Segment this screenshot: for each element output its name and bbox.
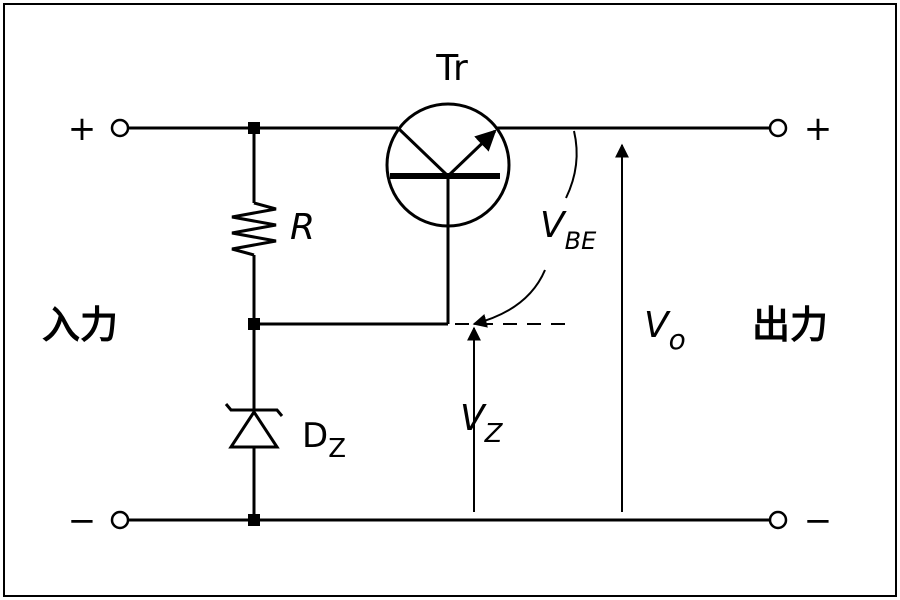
vbe-arc-arrow: [472, 269, 546, 328]
zener-label: DZ: [302, 416, 346, 464]
vo-label-main: V: [644, 305, 671, 346]
vz-label-sub: Z: [484, 419, 504, 449]
transistor-label: Tr: [435, 48, 468, 89]
input-minus-terminal: [110, 510, 130, 530]
zener-label-main: D: [302, 416, 328, 456]
vo-label: Vo: [644, 305, 686, 356]
output-label: 出力: [752, 303, 828, 347]
input-plus-terminal: [110, 118, 130, 138]
input-minus-sign: −: [68, 501, 97, 541]
vbe-arc-top: [565, 130, 578, 199]
zener-diode-bar: [224, 403, 284, 417]
vbe-label-sub: BE: [565, 227, 597, 255]
transistor-emitter: [446, 129, 497, 178]
vz-label-main: V: [460, 398, 487, 439]
vbe-label-main: V: [540, 205, 567, 246]
vbe-label: VBE: [540, 205, 597, 255]
zener-label-sub: Z: [328, 434, 346, 464]
resistor-r: [231, 201, 277, 257]
resistor-label: R: [290, 207, 315, 248]
output-plus-sign: +: [804, 109, 833, 149]
vo-label-sub: o: [669, 323, 686, 356]
junction-bottom: [248, 514, 260, 526]
outer-frame: [3, 3, 897, 597]
output-plus-terminal: [768, 118, 788, 138]
junction-top: [248, 122, 260, 134]
input-label: 入力: [42, 303, 118, 347]
output-minus-sign: −: [804, 501, 833, 541]
vz-label: VZ: [460, 398, 504, 449]
input-plus-sign: +: [68, 109, 97, 149]
transistor-collector: [396, 126, 450, 178]
output-minus-terminal: [768, 510, 788, 530]
zener-diode-body: [228, 409, 280, 449]
